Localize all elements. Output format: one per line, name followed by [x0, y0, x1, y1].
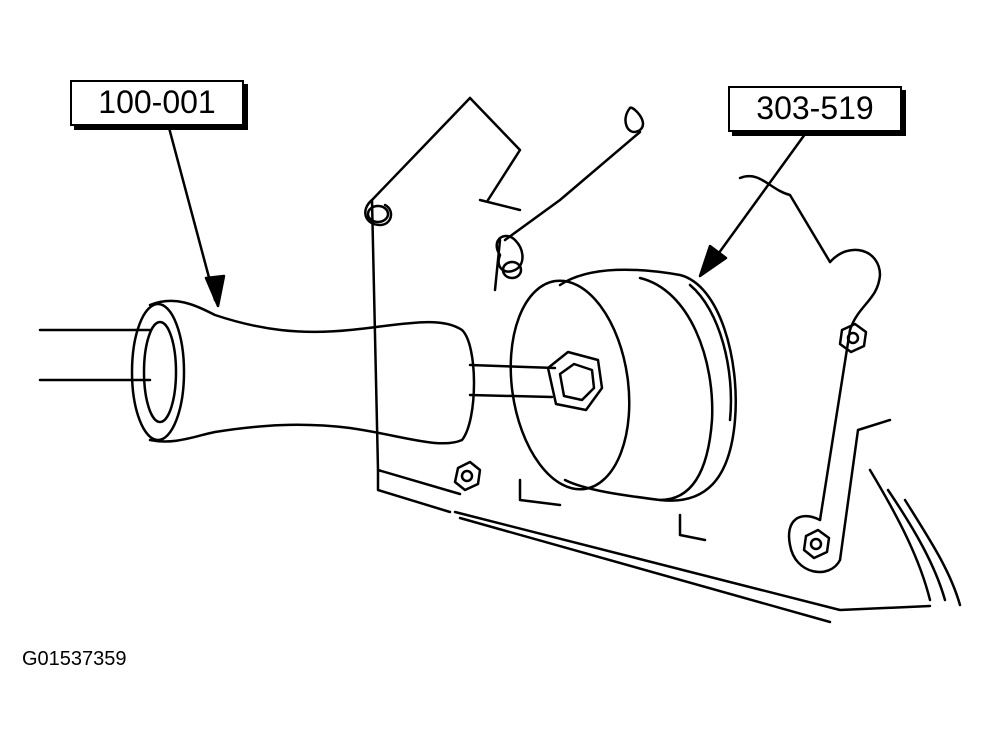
callout-label-slide-hammer: 100-001: [70, 80, 244, 126]
leader-arrow-303-519: [700, 130, 808, 276]
slide-hammer-tool: [40, 301, 555, 443]
bolt-icon: [840, 324, 866, 352]
bolt-icon: [804, 530, 829, 558]
bolt-icon: [455, 462, 480, 490]
engine-block: [365, 98, 960, 622]
figure-id: G01537359: [22, 648, 127, 670]
seal-remover-tool: [498, 270, 736, 501]
leader-arrow-100-001: [168, 124, 224, 306]
bolt-icon: [503, 262, 521, 278]
callout-label-seal-remover: 303-519: [728, 86, 902, 132]
